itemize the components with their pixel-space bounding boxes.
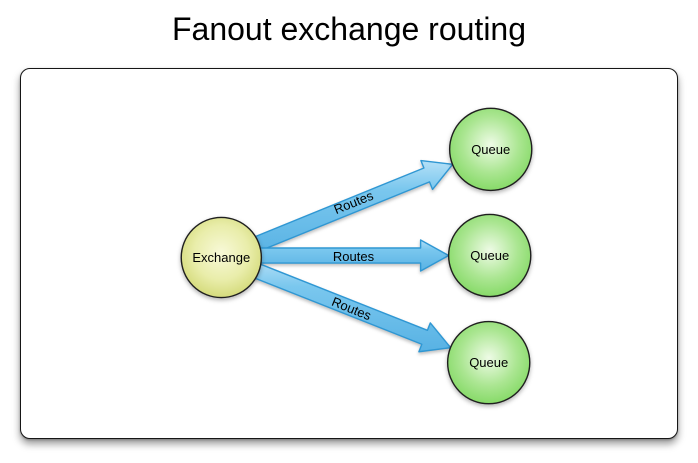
queue-label: Queue: [470, 248, 509, 263]
queue-circle: [448, 107, 533, 192]
arrow-shape: [239, 159, 454, 258]
route-arrow-middle: Routes: [240, 239, 450, 272]
arrow-shape: [239, 257, 452, 353]
route-arrow-bottom: Routes: [239, 257, 452, 353]
node-queue-bottom: Queue: [446, 320, 531, 405]
exchange-label: Exchange: [192, 250, 250, 265]
node-queue-middle: Queue: [447, 213, 532, 298]
queue-circle: [447, 213, 532, 298]
fanout-diagram: Routes Routes Routes Exchange Queue Queu…: [180, 107, 533, 405]
diagram-panel: Routes Routes Routes Exchange Queue Queu…: [20, 68, 678, 439]
queue-circle: [446, 320, 531, 405]
node-exchange: Exchange: [180, 216, 263, 299]
arrow-shape: [240, 239, 450, 272]
node-queue-top: Queue: [448, 107, 533, 192]
queue-label: Queue: [471, 142, 510, 157]
route-label: Routes: [330, 294, 374, 324]
exchange-circle: [180, 216, 263, 299]
route-label: Routes: [333, 249, 375, 264]
queue-label: Queue: [469, 355, 508, 370]
page-title: Fanout exchange routing: [171, 11, 527, 47]
